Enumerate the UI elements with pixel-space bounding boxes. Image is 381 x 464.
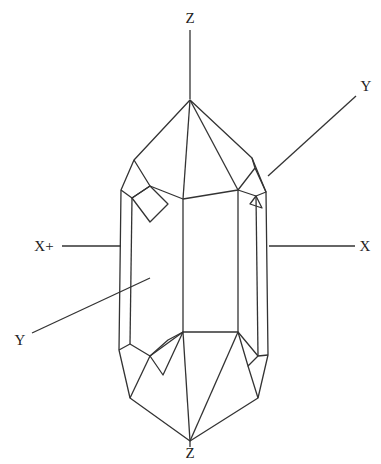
- trigonal-face: [132, 186, 168, 222]
- z-axis-top: [189, 30, 190, 99]
- prism-edge: [182, 199, 183, 332]
- prism-edge: [256, 196, 258, 356]
- lower-ridge: [190, 332, 238, 441]
- upper-face-edges: [134, 158, 255, 199]
- y-axis-lower: [32, 278, 150, 333]
- y-axis-upper: [268, 96, 356, 176]
- prism-edge: [130, 198, 132, 344]
- crystal-outline: [119, 100, 268, 441]
- prism-edge: [237, 190, 238, 332]
- small-face: [238, 332, 258, 366]
- axis-label: Y: [361, 79, 372, 94]
- upper-ridge: [183, 100, 190, 199]
- lower-ridge: [130, 356, 150, 398]
- axis-label: X: [360, 239, 371, 254]
- lower-face-edges: [119, 332, 268, 356]
- axis-label: Z: [185, 11, 194, 26]
- x-axis-right: [269, 245, 355, 246]
- lower-ridge: [183, 332, 190, 441]
- upper-ridge: [190, 100, 238, 190]
- axis-label: Z: [185, 446, 194, 461]
- trigonal-face: [150, 332, 183, 375]
- axis-label: Y: [15, 333, 26, 348]
- axis-label: X+: [34, 239, 53, 254]
- x-axis-left: [62, 245, 121, 246]
- small-face: [238, 168, 266, 196]
- lower-ridge: [248, 366, 258, 398]
